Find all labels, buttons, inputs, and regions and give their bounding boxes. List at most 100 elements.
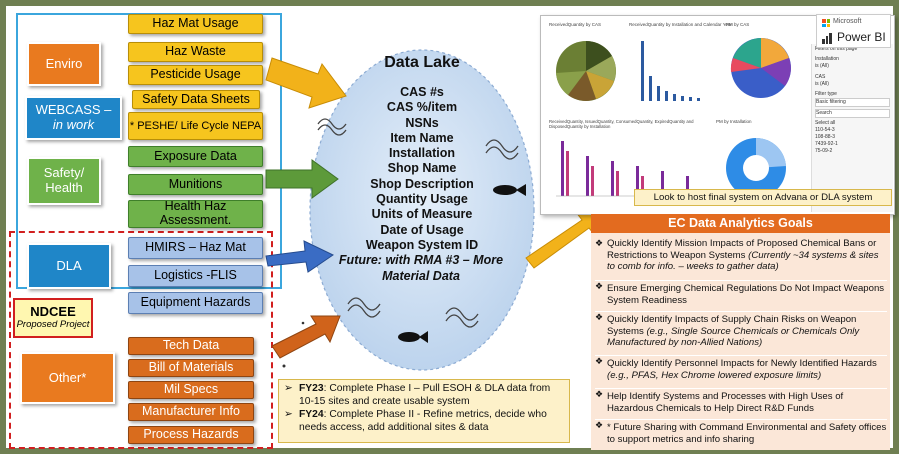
goal-note: (Currently ~34 systems & sites to comb f… [607,249,879,273]
dla-arrow [265,240,334,273]
other-item-manufacturer-info: Manufacturer Info [128,403,254,421]
powerbi-callout-text: Look to host final system on Advana or D… [653,192,873,203]
category-other: Other* [20,352,115,404]
enviro-item-label: Haz Mat Usage [152,16,239,31]
category-dla: DLA [27,243,111,289]
fish-icon [493,184,526,196]
goal-text: Quickly Identify Impacts of Supply Chain… [607,314,857,337]
category-ndcee-note: Proposed Project [16,319,90,330]
safety-item-exposure-data: Exposure Data [128,146,263,167]
dot-mark [301,321,305,325]
goal-item: ❖Help Identify Systems and Processes wit… [595,388,887,414]
category-enviro-label: Enviro [45,55,83,71]
filter-value: 7439-92-1 [815,141,838,147]
other-item-tech-data: Tech Data [128,337,254,355]
phases-box: ➢ FY23: Complete Phase I – Pull ESOH & D… [278,379,570,443]
category-ndcee: NDCEE Proposed Project [13,298,93,338]
filter-label: Filters on this page [815,46,858,52]
enviro-item-label: Haz Waste [165,44,226,59]
fish-icon [398,331,428,343]
other-item-mil-specs: Mil Specs [128,381,254,399]
goal-note: (e.g., Single Source Chemicals or Chemic… [607,325,860,349]
powerbi-filter-pane: Filters on this page Installation is (Al… [811,44,893,212]
safety-item-label: Munitions [168,176,223,191]
data-lake-field: Units of Measure [371,207,473,222]
other-item-label: Tech Data [162,338,220,353]
category-enviro: Enviro [27,42,101,86]
enviro-item-label: * PESHE/ Life Cycle NEPA [129,119,262,132]
enviro-item-safety-data-sheets: Safety Data Sheets [132,90,260,109]
dot-mark [282,364,286,368]
goals-panel: EC Data Analytics Goals ❖Quickly Identif… [591,214,890,450]
bullet-diamond-icon: ❖ [595,281,604,291]
filter-label: Installation [815,56,839,62]
data-lake-field: Shop Name [387,161,457,176]
data-lake-field: Item Name [390,130,454,145]
data-lake-field: Date of Usage [380,222,464,237]
goal-note: (e.g., PFAS, Hex Chrome lowered exposure… [607,369,822,381]
filter-label: is (All) [815,63,829,69]
data-lake-field: CAS #s [400,85,444,99]
safety-item-label: Exposure Data [154,148,237,163]
wave-icon [445,307,479,328]
other-item-label: Manufacturer Info [142,404,240,419]
bullet-diamond-icon: ❖ [595,238,604,248]
safety-item-label: Health Haz Assessment. [159,199,232,227]
line-chart [641,41,700,101]
dla-item-label: Equipment Hazards [140,295,251,310]
data-lake-field: Shop Description [370,176,474,191]
other-item-bill-of-materials: Bill of Materials [128,359,254,377]
other-item-label: Process Hazards [143,427,239,442]
filter-label: CAS [815,74,826,80]
wave-icon [317,118,347,136]
powerbi-chart-title: ReceivedQuantity by CAS [549,22,602,27]
microsoft-logo-icon [822,19,830,27]
filter-label: Search [815,109,890,118]
filter-value: 75-09-2 [815,148,833,154]
category-dla-label: DLA [56,257,82,273]
enviro-arrow [265,57,347,109]
data-lake-title: Data Lake [384,54,460,71]
dla-other-group-outline [9,231,273,449]
enviro-item-haz-mat-usage: Haz Mat Usage [128,14,263,34]
enviro-item-label: Safety Data Sheets [142,91,250,106]
dla-item-label: Logistics -FLIS [154,268,237,283]
powerbi-logo: Microsoft Power BI [816,14,891,48]
dla-item-logistics-flis: Logistics -FLIS [128,265,263,287]
powerbi-label: Power BI [837,30,886,44]
powerbi-chart-title: ReceivedQuantity by Installation and Cal… [629,22,732,27]
safety-item-health-haz: Health Haz Assessment. [128,199,263,228]
data-lake-field: NSNs [405,115,439,130]
enviro-item-haz-waste: Haz Waste [128,42,263,62]
phase-fy23-text: : Complete Phase I – Pull ESOH & DLA dat… [299,383,551,407]
microsoft-label: Microsoft [833,18,862,25]
goal-item: ❖Quickly Identify Impacts of Supply Chai… [595,311,887,349]
arrow-bullet-icon: ➢ [284,383,293,394]
bullet-diamond-icon: ❖ [595,312,604,322]
filter-label: is (All) [815,81,829,87]
bullet-diamond-icon: ❖ [595,389,604,399]
powerbi-dashboard: ReceivedQuantity by CAS ReceivedQuantity… [540,15,895,215]
goal-item: ❖Ensure Emerging Chemical Regulations Do… [595,280,887,306]
powerbi-callout: Look to host final system on Advana or D… [634,189,892,206]
data-lake-field: Weapon System ID [365,237,479,252]
goal-text: Ensure Emerging Chemical Regulations Do … [607,283,885,306]
bullet-diamond-icon: ❖ [595,420,604,430]
powerbi-chart-title: ReceivedQuantity, IssuedQuantity, Consum… [549,119,694,129]
goals-title-text: EC Data Analytics Goals [668,216,813,230]
goal-text: Quickly Identify Mission Impacts of Prop… [607,238,877,261]
goal-item: ❖* Future Sharing with Command Environme… [595,419,887,445]
phase-fy24-label: FY24 [299,409,324,421]
enviro-item-label: Pesticide Usage [150,67,241,82]
pie-chart [556,40,616,101]
filter-label: Basic filtering [815,98,890,107]
goal-text: Quickly Identify Personnel Impacts for N… [607,358,877,369]
other-arrow [271,315,341,359]
filter-value: 110-54-3 [815,127,835,133]
category-webcass-label: WEBCASS – [35,102,112,118]
data-lake-field: CAS %/item [386,100,458,115]
powerbi-chart-title: PM by Installation [716,119,752,124]
dla-item-equipment-hazards: Equipment Hazards [128,292,263,314]
